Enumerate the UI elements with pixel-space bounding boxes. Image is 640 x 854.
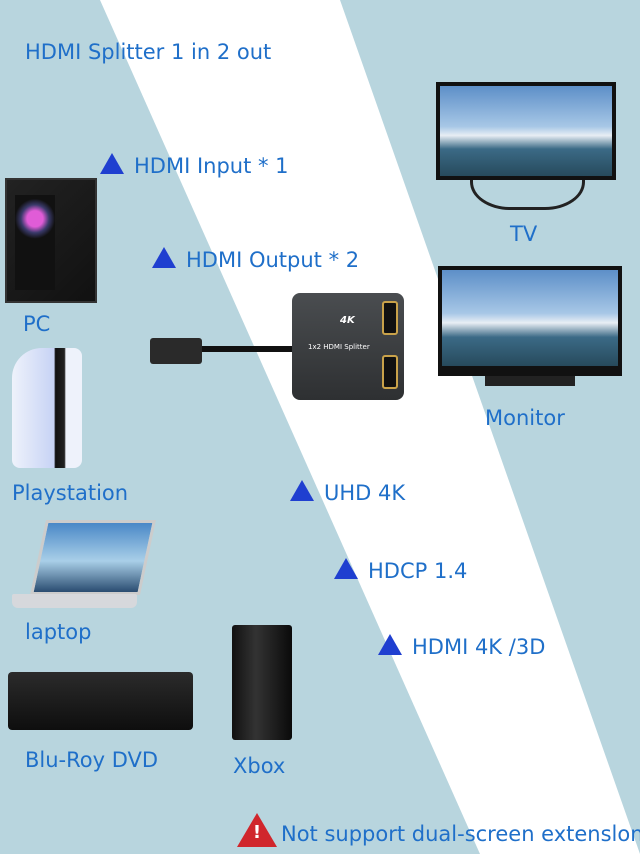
page-title: HDMI Splitter 1 in 2 out: [25, 40, 272, 64]
pc-image: [5, 178, 97, 303]
feature-hdcp: HDCP 1.4: [334, 558, 467, 583]
feature-label: HDMI Output * 2: [186, 248, 360, 272]
triangle-icon: [334, 558, 358, 579]
laptop-base: [12, 594, 137, 608]
feature-hdmi-input: HDMI Input * 1: [100, 153, 289, 178]
hdmi-cable: [200, 346, 295, 352]
monitor-image: [438, 266, 622, 376]
warning-icon: !: [237, 813, 277, 847]
splitter-4k-badge: 4K: [340, 315, 355, 326]
source-dvd: Blu-Roy DVD: [25, 748, 159, 772]
feature-hdmi-output: HDMI Output * 2: [152, 247, 359, 272]
xbox-image: [232, 625, 292, 740]
splitter-device: 4K 1x2 HDMI Splitter: [292, 293, 404, 400]
feature-label: HDCP 1.4: [368, 559, 468, 583]
output-monitor: Monitor: [485, 406, 565, 430]
splitter-label: 1x2 HDMI Splitter: [308, 343, 370, 351]
feature-label: HDMI 4K /3D: [412, 635, 546, 659]
source-pc: PC: [23, 312, 51, 336]
triangle-icon: [290, 480, 314, 501]
hdmi-plug: [150, 338, 202, 364]
tv-stand: [470, 180, 585, 210]
monitor-stand: [485, 376, 575, 386]
feature-uhd: UHD 4K: [290, 480, 405, 505]
output-tv: TV: [510, 222, 538, 246]
source-laptop: laptop: [25, 620, 92, 644]
triangle-icon: [100, 153, 124, 174]
laptop-image: [30, 520, 156, 595]
feature-3d: HDMI 4K /3D: [378, 634, 545, 659]
dvd-player-image: [8, 672, 193, 730]
tv-image: [436, 82, 616, 180]
hdmi-port-1: [382, 301, 398, 335]
source-playstation: Playstation: [12, 481, 129, 505]
feature-label: UHD 4K: [324, 481, 406, 505]
triangle-icon: [152, 247, 176, 268]
source-xbox: Xbox: [233, 754, 286, 778]
feature-label: HDMI Input * 1: [134, 154, 289, 178]
hdmi-port-2: [382, 355, 398, 389]
triangle-icon: [378, 634, 402, 655]
warning-text: Not support dual-screen extenslon: [281, 822, 640, 846]
playstation-image: [12, 348, 82, 468]
